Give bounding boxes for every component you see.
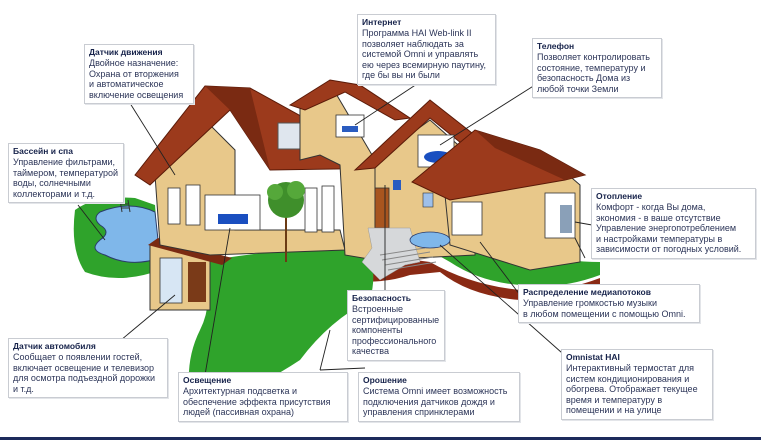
window: [304, 187, 318, 233]
callout-line: управления спринклерами: [363, 407, 475, 417]
security-panel: [393, 180, 401, 190]
callout-line: воды, солнечными: [13, 178, 91, 188]
callout-line: Управление фильтрами,: [13, 157, 116, 167]
leader-lines: [77, 81, 593, 376]
room-media: [451, 201, 483, 236]
callout-lighting: Освещение Архитектурная подсветка и обес…: [178, 372, 348, 422]
soil-edge: [340, 258, 600, 302]
callout-title: Интернет: [362, 17, 402, 27]
callout-title: Орошение: [363, 375, 407, 385]
tower-roof: [288, 79, 412, 121]
callout-line: качества: [352, 346, 389, 356]
callout-phone: Телефон Позволяет контролировать состоян…: [532, 38, 662, 98]
window: [321, 185, 335, 233]
room-bed: [218, 214, 248, 224]
callout-line: и автоматическое: [89, 79, 164, 89]
left-wing-roof-gable: [205, 86, 270, 170]
callout-title: Бассейн и спа: [13, 146, 73, 156]
callout-pool: Бассейн и спа Управление фильтрами, тайм…: [8, 143, 124, 203]
callout-line: таймером, температурой: [13, 167, 119, 178]
callout-line: Управление громкостью музыки: [523, 298, 657, 308]
room-office-desk: [342, 126, 358, 132]
callout-irrigation: Орошение Система Omni имеет возможность …: [358, 372, 520, 422]
left-wing-wall: [154, 124, 346, 256]
callout-line: Позволяет контролировать: [537, 52, 650, 62]
callout-line: состояние, температуру и: [537, 62, 646, 73]
callout-line: коллекторами и т.д.: [13, 188, 96, 199]
callout-line: обогрева. Отображает текущее: [566, 384, 698, 394]
callout-line: ею через всемирную паутину,: [362, 59, 487, 70]
callout-line: зависимости от погодных условий.: [596, 244, 742, 254]
stairs: [379, 247, 437, 271]
callout-title: Освещение: [183, 375, 232, 385]
callout-line: Двойное назначение:: [89, 58, 179, 68]
callout-line: Управление энергопотреблением: [596, 223, 737, 233]
callout-line: сертифицированные: [352, 314, 440, 325]
room-cutaway: [204, 194, 261, 231]
callout-line: в любом помещении с помощью Omni.: [523, 308, 686, 319]
callout-line: помещении и на улице: [566, 405, 662, 415]
callout-line: Программа HAI Web-link II: [362, 28, 472, 38]
callout-heating: Отопление Комфорт - когда Вы дома, эконо…: [591, 188, 756, 259]
callout-line: людей (пассивная охрана): [183, 407, 295, 417]
callout-line: Интерактивный термостат для: [566, 363, 694, 373]
window: [167, 187, 181, 225]
callout-line: любой точки Земли: [537, 83, 619, 94]
fountain: [409, 231, 451, 249]
callout-title: Датчик автомобиля: [13, 341, 96, 351]
garage-door: [159, 257, 183, 304]
callout-motion-sensor: Датчик движения Двойное назначение: Охра…: [84, 44, 194, 104]
right-wing-roof-dark: [475, 130, 585, 180]
callout-security: Безопасность Встроенные сертифицированны…: [347, 290, 445, 361]
front-door: [374, 187, 390, 229]
callout-line: профессионального: [352, 335, 437, 346]
callout-title: Телефон: [537, 41, 575, 51]
callout-line: время и температуру в: [566, 394, 663, 405]
callout-line: безопасность Дома из: [537, 73, 631, 83]
callout-line: Система Omni имеет возможность: [363, 386, 508, 396]
callout-omnistat: Omnistat HAI Интерактивный термостат для…: [561, 349, 713, 420]
callout-title: Распределение медиапотоков: [523, 287, 651, 297]
pool: [94, 205, 161, 263]
callout-line: для осмотра подъездной дорожки: [13, 373, 156, 383]
callout-line: позволяет наблюдать за: [362, 38, 464, 49]
pool-ladder: [119, 199, 131, 213]
callout-internet: Интернет Программа HAI Web-link II позво…: [357, 14, 496, 85]
callout-media: Распределение медиапотоков Управление гр…: [518, 284, 700, 323]
callout-line: подключения датчиков дождя и: [363, 396, 495, 407]
walkway: [361, 227, 421, 281]
callout-title: Датчик движения: [89, 47, 163, 57]
callout-line: экономия - в ваше отсутствие: [596, 212, 721, 223]
callout-line: включает освещение и телевизор: [13, 362, 155, 373]
callout-line: обеспечение эффекта присутствия: [183, 396, 331, 407]
room-heating-unit: [560, 205, 572, 233]
callout-line: включение освещения: [89, 89, 184, 100]
callout-line: Охрана от вторжения: [89, 68, 179, 79]
callout-car-sensor: Датчик автомобиля Сообщает о появлении г…: [8, 338, 168, 398]
callout-title: Omnistat HAI: [566, 352, 620, 362]
garage-side: [188, 262, 206, 302]
callout-line: Сообщает о появлении гостей,: [13, 352, 143, 362]
callout-line: и т.д.: [13, 383, 34, 394]
callout-line: Встроенные: [352, 304, 404, 314]
callout-line: и настройками температуры в: [596, 233, 723, 244]
callout-line: Комфорт - когда Вы дома,: [596, 202, 706, 212]
callout-line: систем кондиционирования и: [566, 373, 690, 384]
callout-line: компоненты: [352, 325, 403, 335]
callout-line: где бы вы ни были: [362, 70, 440, 80]
callout-title: Безопасность: [352, 293, 411, 303]
window: [185, 184, 201, 226]
wall-sign: [422, 192, 434, 208]
callout-line: Архитектурная подсветка и: [183, 386, 298, 396]
bottom-border-bar: [0, 437, 761, 440]
callout-title: Отопление: [596, 191, 643, 201]
callout-line: системой Omni и управлять: [362, 49, 479, 59]
